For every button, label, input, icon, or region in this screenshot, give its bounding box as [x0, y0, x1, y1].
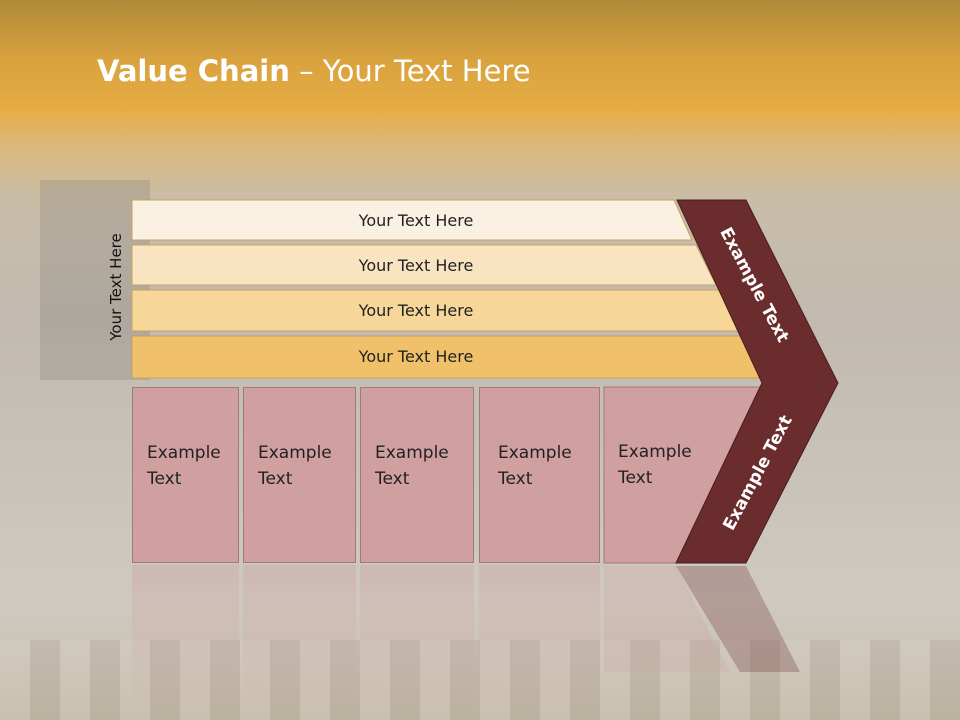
activity-box-3: Example Text: [360, 387, 474, 563]
band-2-label: Your Text Here: [358, 255, 474, 275]
activity-box-2: Example Text: [243, 387, 356, 563]
box-3-reflection: [360, 565, 474, 715]
box-3-line1: Example: [375, 443, 449, 463]
band-1: Your Text Here: [132, 200, 702, 240]
box-1-reflection-fill: [132, 565, 239, 715]
box-4-line2: Text: [498, 469, 533, 489]
box-2-line2: Text: [258, 469, 293, 489]
chevron-shape: [675, 199, 839, 564]
box-3-line2: Text: [375, 469, 410, 489]
box-2-line1: Example: [258, 443, 332, 463]
activity-box-4: Example Text: [479, 387, 600, 563]
box-5-line1: Example: [618, 442, 692, 462]
activity-box-5: Example Text: [604, 387, 692, 563]
title-rest: – Your Text Here: [289, 54, 531, 88]
band-4-label: Your Text Here: [358, 346, 474, 366]
chevron-reflection: [676, 566, 800, 672]
box-5-reflection: [604, 566, 730, 672]
box-4-reflection-fill: [479, 565, 600, 715]
box-5-line2: Text: [618, 468, 653, 488]
box-3-reflection-fill: [360, 565, 474, 715]
slide-title: Value Chain – Your Text Here: [97, 54, 531, 88]
band-1-shape: [131, 199, 693, 241]
box-2-reflection-fill: [243, 565, 356, 715]
band-1-label: Your Text Here: [358, 210, 474, 230]
band-4: Your Text Here: [132, 336, 702, 376]
activity-box-1: Example Text: [132, 387, 239, 563]
box-1-line2: Text: [147, 469, 182, 489]
title-bold: Value Chain: [97, 54, 290, 88]
band-3: Your Text Here: [132, 290, 702, 330]
box-4-line1: Example: [498, 443, 572, 463]
box-1-reflection: [132, 565, 239, 715]
box-4-reflection: [479, 565, 600, 715]
band-3-label: Your Text Here: [358, 300, 474, 320]
band-2: Your Text Here: [132, 245, 702, 285]
box-1-line1: Example: [147, 443, 221, 463]
background-floor: [0, 640, 960, 720]
box-2-reflection: [243, 565, 356, 715]
